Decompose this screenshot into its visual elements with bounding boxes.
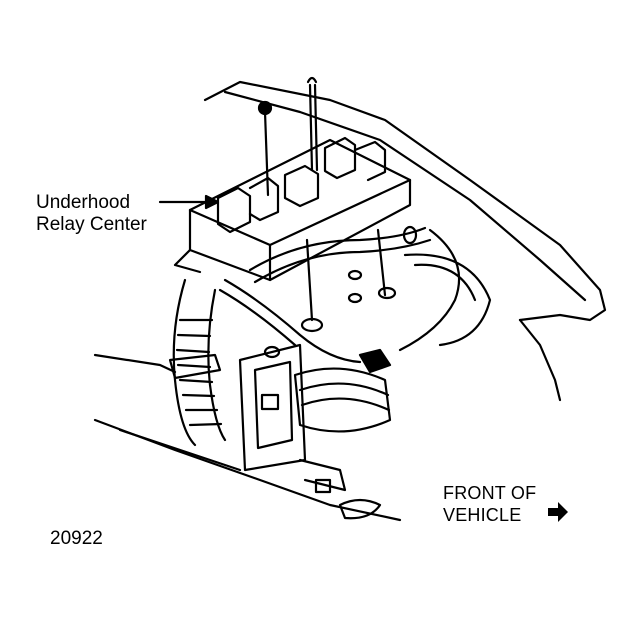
fender-lip [223,90,587,302]
figure-number: 20922 [50,528,103,549]
relay-center-label-line2: Relay Center [36,214,147,235]
left-body-panel [93,353,177,374]
corrugated-conduit [168,278,227,447]
lower-frame-line [118,428,242,472]
wiring-harness [218,226,461,374]
front-of-vehicle-label: FRONT OF VEHICLE [443,482,536,526]
front-of-vehicle-line2: VEHICLE [443,505,522,525]
mounting-bracket [238,343,382,520]
fasteners [263,225,418,359]
engine-housing [293,253,492,433]
relay-center-label-line1: Underhood [36,192,131,213]
relay-center-arrowhead [204,194,220,210]
front-of-vehicle-line1: FRONT OF [443,483,537,503]
support-rods [257,76,387,322]
fender-inner-edge [518,318,562,402]
fender-outline [203,80,607,322]
relay-center-box [173,136,412,282]
front-arrow-icon [548,502,568,522]
relay-center-label: Underhood Relay Center [36,192,147,236]
